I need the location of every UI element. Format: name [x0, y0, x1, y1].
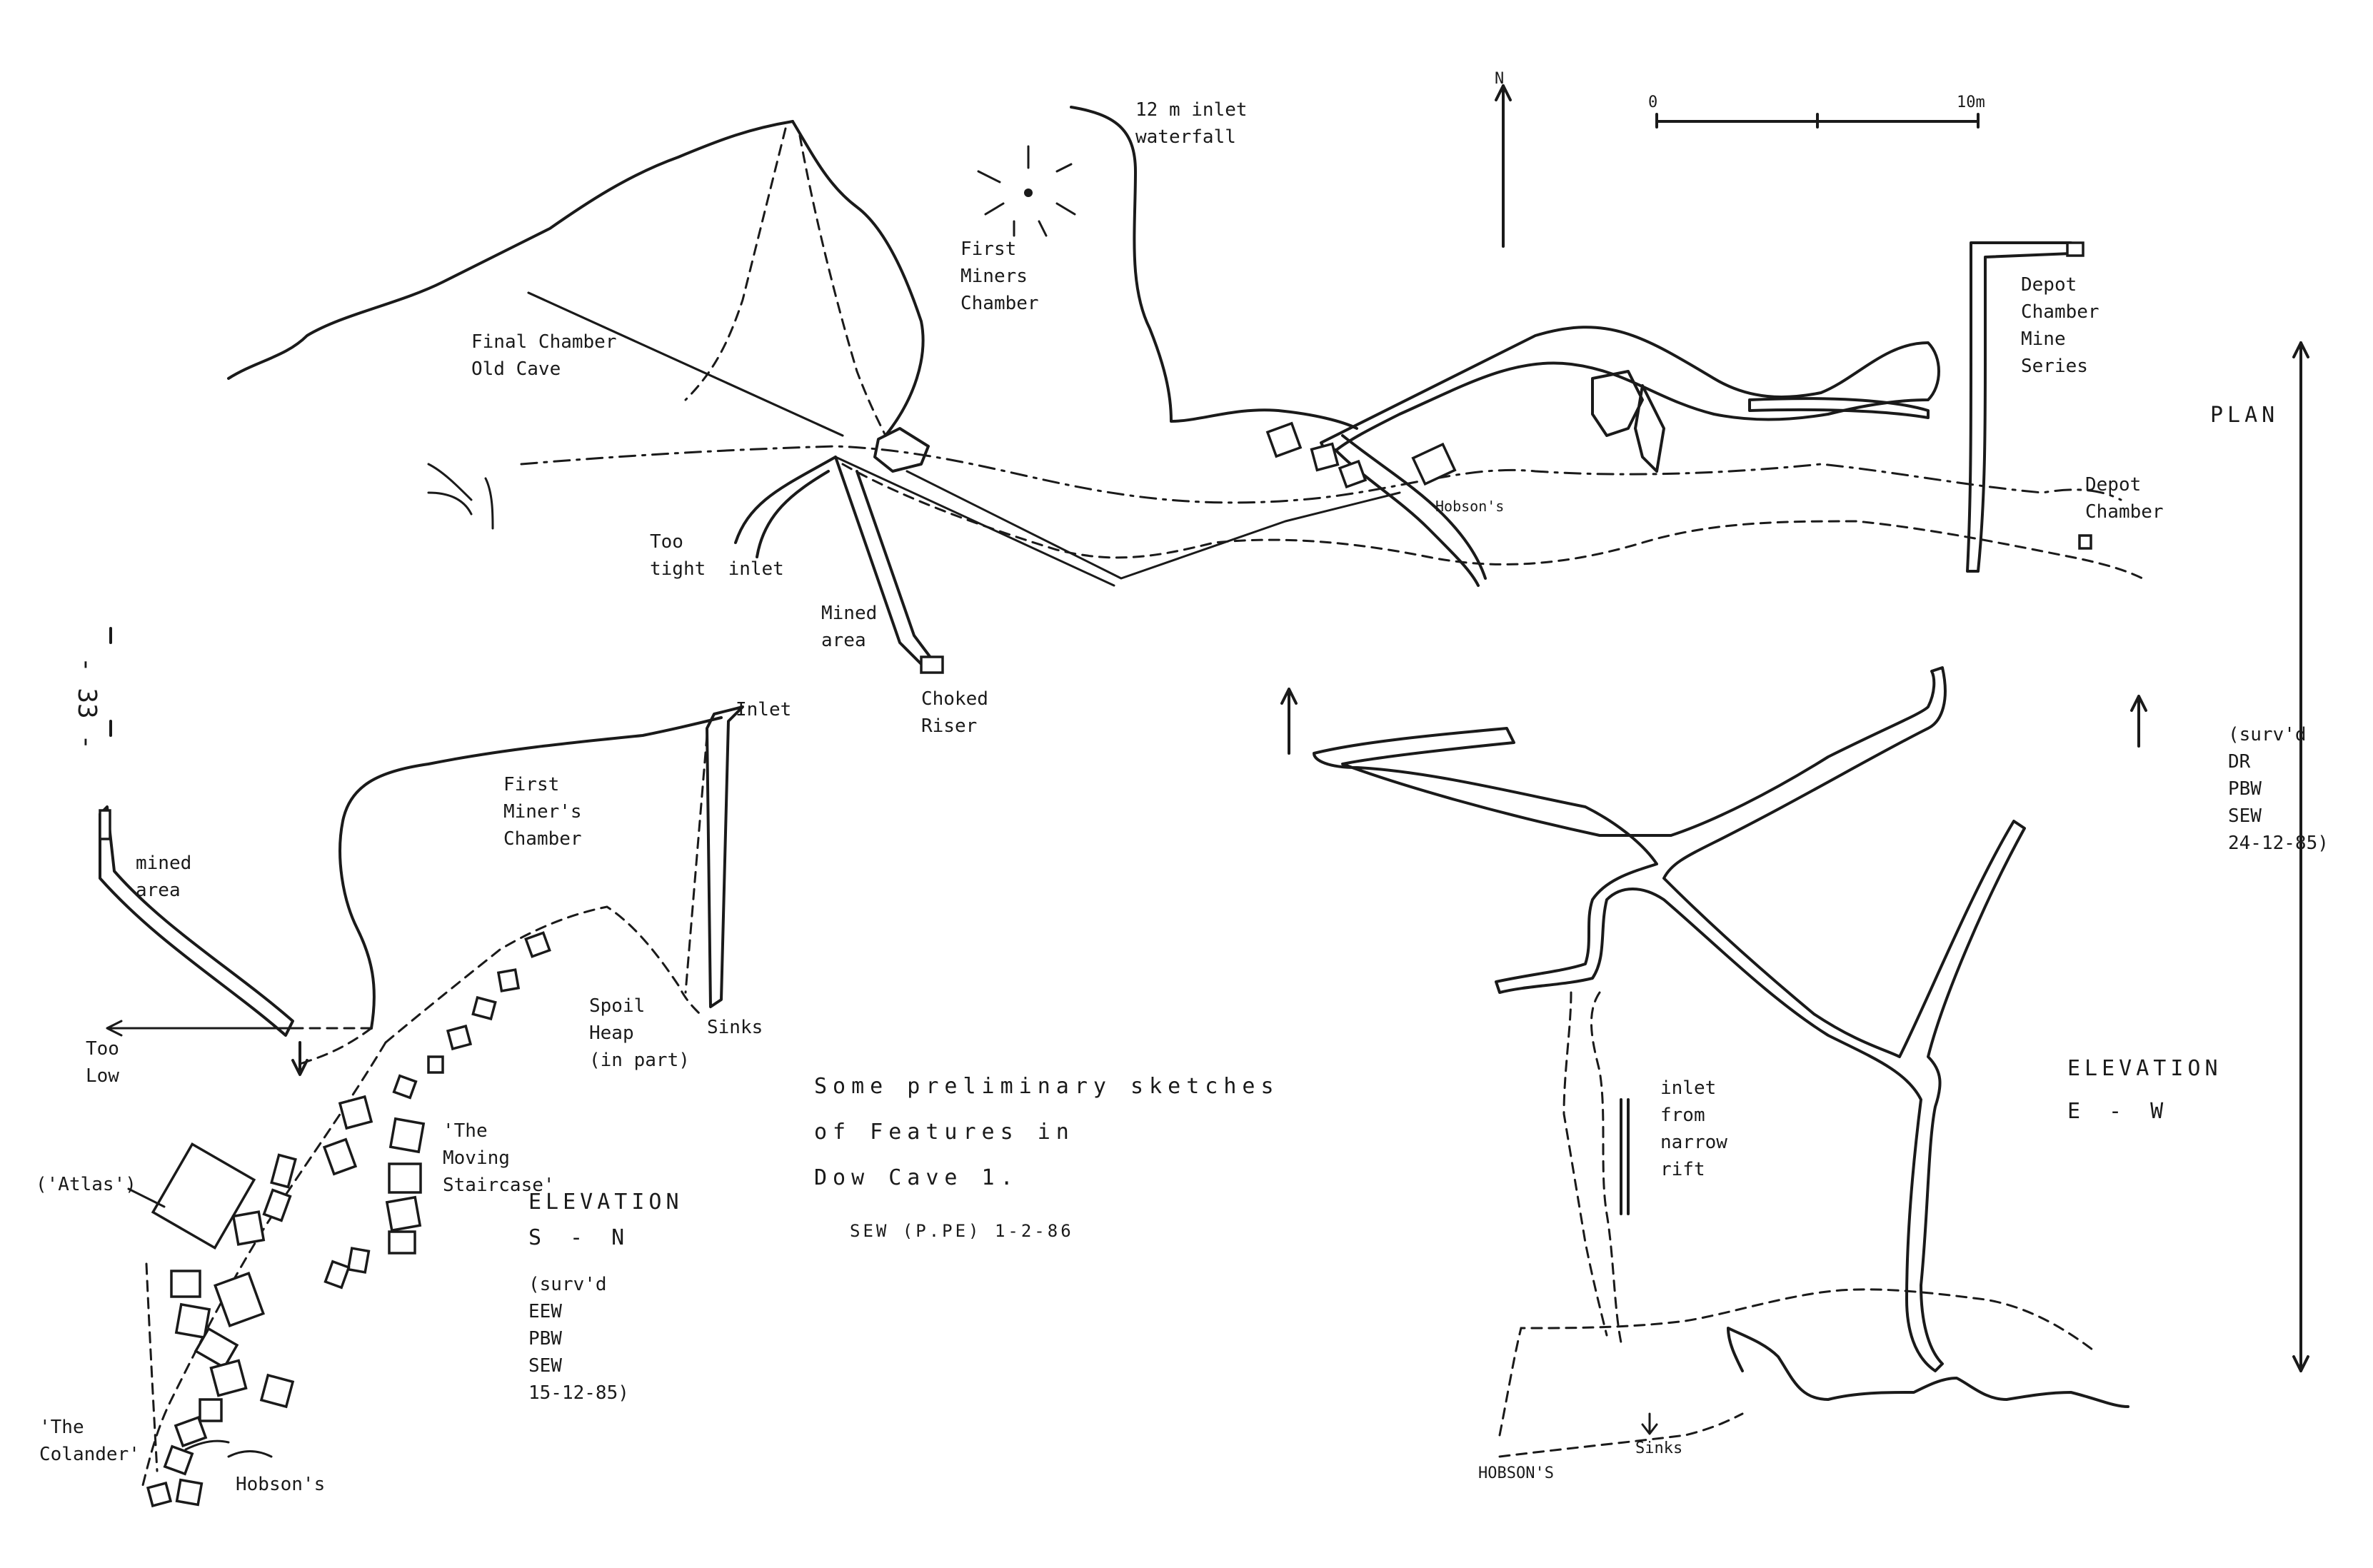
- elev-sn-colander-marks: [184, 1439, 273, 1458]
- label-hobsons-elev-ew: HOBSON'S: [1478, 1464, 1554, 1482]
- elev-sn-mined-area: [99, 805, 294, 1037]
- plan-choked-riser-passage: [834, 456, 937, 673]
- elev-sn-inlet: [706, 705, 744, 1008]
- plan-junction-passages: [873, 427, 930, 473]
- label-elevation-ew: ELEVATION: [2067, 1056, 2222, 1081]
- plan-lower-level-outline: [520, 445, 2122, 504]
- label-first-miners-chamber-elev: First Miner's Chamber: [503, 774, 582, 850]
- label-note-signature: SEW (P.PE) 1-2-86: [850, 1221, 1074, 1241]
- elev-ew-upper-west-passage: [1313, 666, 2026, 1372]
- page-number: - 33 -: [72, 657, 101, 750]
- plan-dashed-wall-1: [684, 127, 787, 401]
- plan-boulder-4: [1411, 442, 1457, 486]
- label-inlet-narrow-rift: inlet from narrow rift: [1660, 1077, 1727, 1180]
- plan-vertical-arrow-icon: [2292, 341, 2309, 1372]
- label-s-n: S-N: [528, 1225, 653, 1250]
- elev-sn-west-wall: [141, 1041, 387, 1487]
- north-arrow-icon: [1495, 84, 1512, 248]
- label-surveyed-elev-sn: (surv'd EEW PBW SEW 15-12-85): [528, 1274, 629, 1404]
- elev-ew-inlet-narrow-rift-dash: [1590, 991, 1622, 1344]
- elev-sn-too-low: [106, 1020, 301, 1037]
- label-12m-inlet-waterfall: 12 m inlet waterfall: [1135, 99, 1248, 148]
- label-e-w: E-W: [2067, 1099, 2192, 1124]
- label-surveyed-plan: (surv'd DR PBW SEW 24-12-85): [2228, 724, 2329, 854]
- label-atlas: ('Atlas'): [36, 1174, 136, 1195]
- elev-sn-first-miners-chamber: [338, 716, 723, 1030]
- label-mined-area-elev: mined area: [136, 853, 192, 901]
- plan-boulder-2: [1310, 442, 1340, 472]
- elev-sn-inlet-dash: [684, 734, 708, 994]
- label-final-chamber-old-cave: Final Chamber Old Cave: [471, 331, 617, 380]
- elev-sn-boulders: [146, 931, 551, 1508]
- plan-boulder-5: [2078, 534, 2092, 550]
- label-mined-area-plan: Mined area: [821, 603, 878, 651]
- plan-dashed-wall-2: [798, 134, 887, 437]
- plan-lower-level-south-wall: [841, 463, 2144, 580]
- plan-mine-series-north-leg: [1966, 241, 2072, 573]
- label-moving-staircase: 'The Moving Staircase': [443, 1120, 555, 1196]
- label-scale-10m: 10m: [1957, 94, 1985, 111]
- plan-mine-series-branch: [1748, 397, 1930, 419]
- section-arrow-right-icon: [2130, 695, 2147, 748]
- plan-west-stub: [427, 463, 494, 530]
- elev-ew-lower-floor: [1727, 1327, 2129, 1408]
- plan-choked-riser-end: [920, 655, 944, 674]
- plan-too-tight-inlet-passage: [734, 456, 837, 558]
- elev-sn-moving-staircase: [384, 905, 701, 1044]
- elev-ew-west-wall-dash: [1562, 991, 1608, 1337]
- label-preliminary-sketches-note: Some preliminary sketches of Features in…: [814, 1074, 1280, 1190]
- label-hobsons-elev-sn: Hobson's: [236, 1474, 326, 1495]
- plan-first-miners-chamber-wall: [791, 120, 925, 437]
- label-depot-chamber-mine-series: Depot Chamber Mine Series: [2021, 274, 2099, 377]
- elev-sn-atlas-leader: [127, 1187, 166, 1208]
- label-spoil-heap: Spoil Heap (in part): [589, 995, 690, 1071]
- label-plan: PLAN: [2210, 403, 2279, 428]
- plan-first-miners-chamber-east-wall: [1070, 106, 1358, 430]
- label-too-tight-inlet: Too tight inlet: [650, 531, 784, 580]
- label-sinks-elev-sn: Sinks: [707, 1017, 763, 1038]
- label-sinks-elev-ew: Sinks: [1635, 1439, 1683, 1457]
- label-the-colander: 'The Colander': [39, 1417, 140, 1465]
- elev-ew-sinks-arrow: [1641, 1412, 1658, 1435]
- plan-final-chamber-leader: [527, 291, 844, 437]
- plan-old-cave-wall: [227, 120, 794, 380]
- label-depot-chamber: Depot Chamber: [2085, 474, 2164, 523]
- elev-sn-mined-area-end: [99, 809, 111, 840]
- label-hobsons-plan: Hobson's: [1435, 498, 1505, 515]
- elev-ew-hobsons-dash: [1498, 1412, 1744, 1458]
- plan-survey-leg-2: [905, 470, 1401, 580]
- label-scale-zero: 0: [1648, 94, 1658, 111]
- elev-sn-east-wall-lower: [145, 1262, 159, 1472]
- section-arrow-left-icon: [1280, 688, 1298, 755]
- label-choked-riser: Choked Riser: [921, 688, 988, 737]
- label-north: N: [1495, 70, 1505, 88]
- scale-bar: [1655, 113, 1980, 129]
- label-inlet-elev: Inlet: [736, 699, 792, 720]
- plan-boulder-1: [1265, 421, 1303, 458]
- plan-star-mark: [977, 145, 1076, 237]
- label-elevation-sn: ELEVATION: [528, 1190, 683, 1215]
- elev-sn-too-low-arrow: [291, 1041, 308, 1076]
- plan-mine-series-end: [2066, 241, 2084, 257]
- elev-ew-inlet-narrow-rift: [1620, 1098, 1630, 1215]
- plan-passage-blocks: [1591, 370, 1665, 473]
- label-first-miners-chamber-plan: First Miners Chamber: [960, 238, 1039, 314]
- label-too-low: Too Low: [86, 1038, 119, 1087]
- plan-mine-series-passage: [1320, 326, 1940, 458]
- plan-boulder-3: [1338, 459, 1368, 489]
- elev-ew-floor-dash: [1498, 1288, 2094, 1437]
- plan-survey-leg-3: [834, 456, 1115, 587]
